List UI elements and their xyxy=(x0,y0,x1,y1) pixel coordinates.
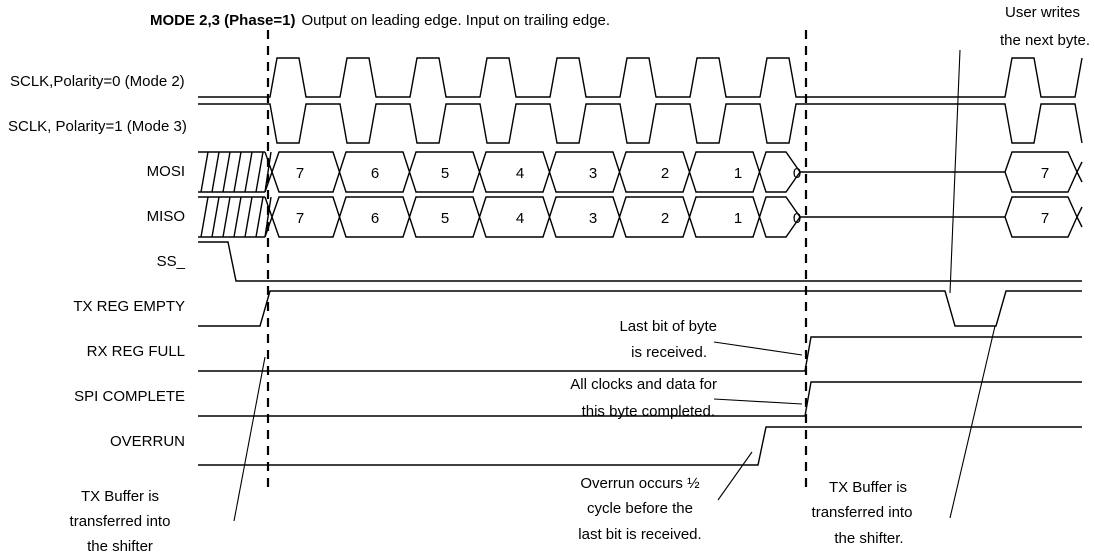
miso-bus-outline xyxy=(264,196,1083,238)
miso-bit-7: 7 xyxy=(296,210,304,227)
note-user-writes-line2: the next byte. xyxy=(1000,32,1090,49)
title-description: Output on leading edge. Input on trailin… xyxy=(301,12,610,29)
waveform-sclk-mode2 xyxy=(198,57,1083,98)
pointer-overrun xyxy=(717,451,753,501)
note-overrun-line1: Overrun occurs ½ xyxy=(580,475,700,492)
note-all-clocks-line1: All clocks and data for xyxy=(570,376,717,393)
waveform-tx-reg-empty xyxy=(198,290,1082,327)
waveform-overrun xyxy=(198,426,1082,466)
miso-unknown-hatch xyxy=(198,196,272,238)
waveform-ss xyxy=(198,241,1082,282)
pointer-tx-right xyxy=(949,325,996,519)
label-rx-reg-full: RX REG FULL xyxy=(87,343,185,360)
miso-next-bit-7: 7 xyxy=(1041,210,1049,227)
title-mode: MODE 2,3 (Phase=1) xyxy=(150,12,295,29)
mosi-bus-outline xyxy=(264,151,1083,193)
waveform-spi-complete xyxy=(198,381,1082,417)
label-ss: SS_ xyxy=(157,253,186,270)
label-sclk-polarity0: SCLK,Polarity=0 (Mode 2) xyxy=(10,73,185,90)
note-tx-left-line2: transferred into xyxy=(70,513,171,530)
miso-bit-0: 0 xyxy=(793,210,801,227)
miso-bit-4: 4 xyxy=(516,210,524,227)
note-tx-right-line1: TX Buffer is xyxy=(829,479,907,496)
mosi-bit-1: 1 xyxy=(734,165,742,182)
note-all-clocks-line2: this byte completed. xyxy=(582,403,715,420)
waveform-miso: 7 6 5 4 3 2 1 0 7 xyxy=(198,196,1083,238)
mosi-unknown-hatch xyxy=(198,151,272,193)
pointer-user-writes xyxy=(949,49,961,294)
waveform-mosi: 7 6 5 4 3 2 1 0 7 xyxy=(198,151,1083,193)
note-tx-left-line3: the shifter xyxy=(87,538,153,554)
mosi-bit-3: 3 xyxy=(589,165,597,182)
note-last-bit-line2: is received. xyxy=(631,344,707,361)
pointer-last-bit xyxy=(713,341,803,356)
mosi-bit-5: 5 xyxy=(441,165,449,182)
pointer-tx-left xyxy=(233,356,266,522)
miso-bit-3: 3 xyxy=(589,210,597,227)
mosi-bit-6: 6 xyxy=(371,165,379,182)
label-spi-complete: SPI COMPLETE xyxy=(74,388,185,405)
note-tx-left-line1: TX Buffer is xyxy=(81,488,159,505)
label-mosi: MOSI xyxy=(147,163,185,180)
note-tx-right-line3: the shifter. xyxy=(834,530,903,547)
mosi-bit-0: 0 xyxy=(793,165,801,182)
miso-bit-5: 5 xyxy=(441,210,449,227)
waveform-sclk-mode3 xyxy=(198,103,1083,144)
note-tx-right-line2: transferred into xyxy=(812,504,913,521)
waveform-rx-reg-full xyxy=(198,336,1082,372)
note-user-writes-line1: User writes xyxy=(1005,4,1080,21)
miso-bit-2: 2 xyxy=(661,210,669,227)
mosi-next-bit-7: 7 xyxy=(1041,165,1049,182)
mosi-bit-7: 7 xyxy=(296,165,304,182)
note-overrun-line2: cycle before the xyxy=(587,500,693,517)
miso-bit-6: 6 xyxy=(371,210,379,227)
note-last-bit-line1: Last bit of byte xyxy=(619,318,717,335)
miso-bit-1: 1 xyxy=(734,210,742,227)
label-miso: MISO xyxy=(147,208,185,225)
mosi-bit-4: 4 xyxy=(516,165,524,182)
pointer-all-clocks xyxy=(713,398,803,405)
label-tx-reg-empty: TX REG EMPTY xyxy=(73,298,185,315)
mosi-bit-2: 2 xyxy=(661,165,669,182)
note-overrun-line3: last bit is received. xyxy=(578,526,701,543)
diagram-title: MODE 2,3 (Phase=1) Output on leading edge… xyxy=(150,12,610,29)
label-sclk-polarity1: SCLK, Polarity=1 (Mode 3) xyxy=(8,118,187,135)
label-overrun: OVERRUN xyxy=(110,433,185,450)
